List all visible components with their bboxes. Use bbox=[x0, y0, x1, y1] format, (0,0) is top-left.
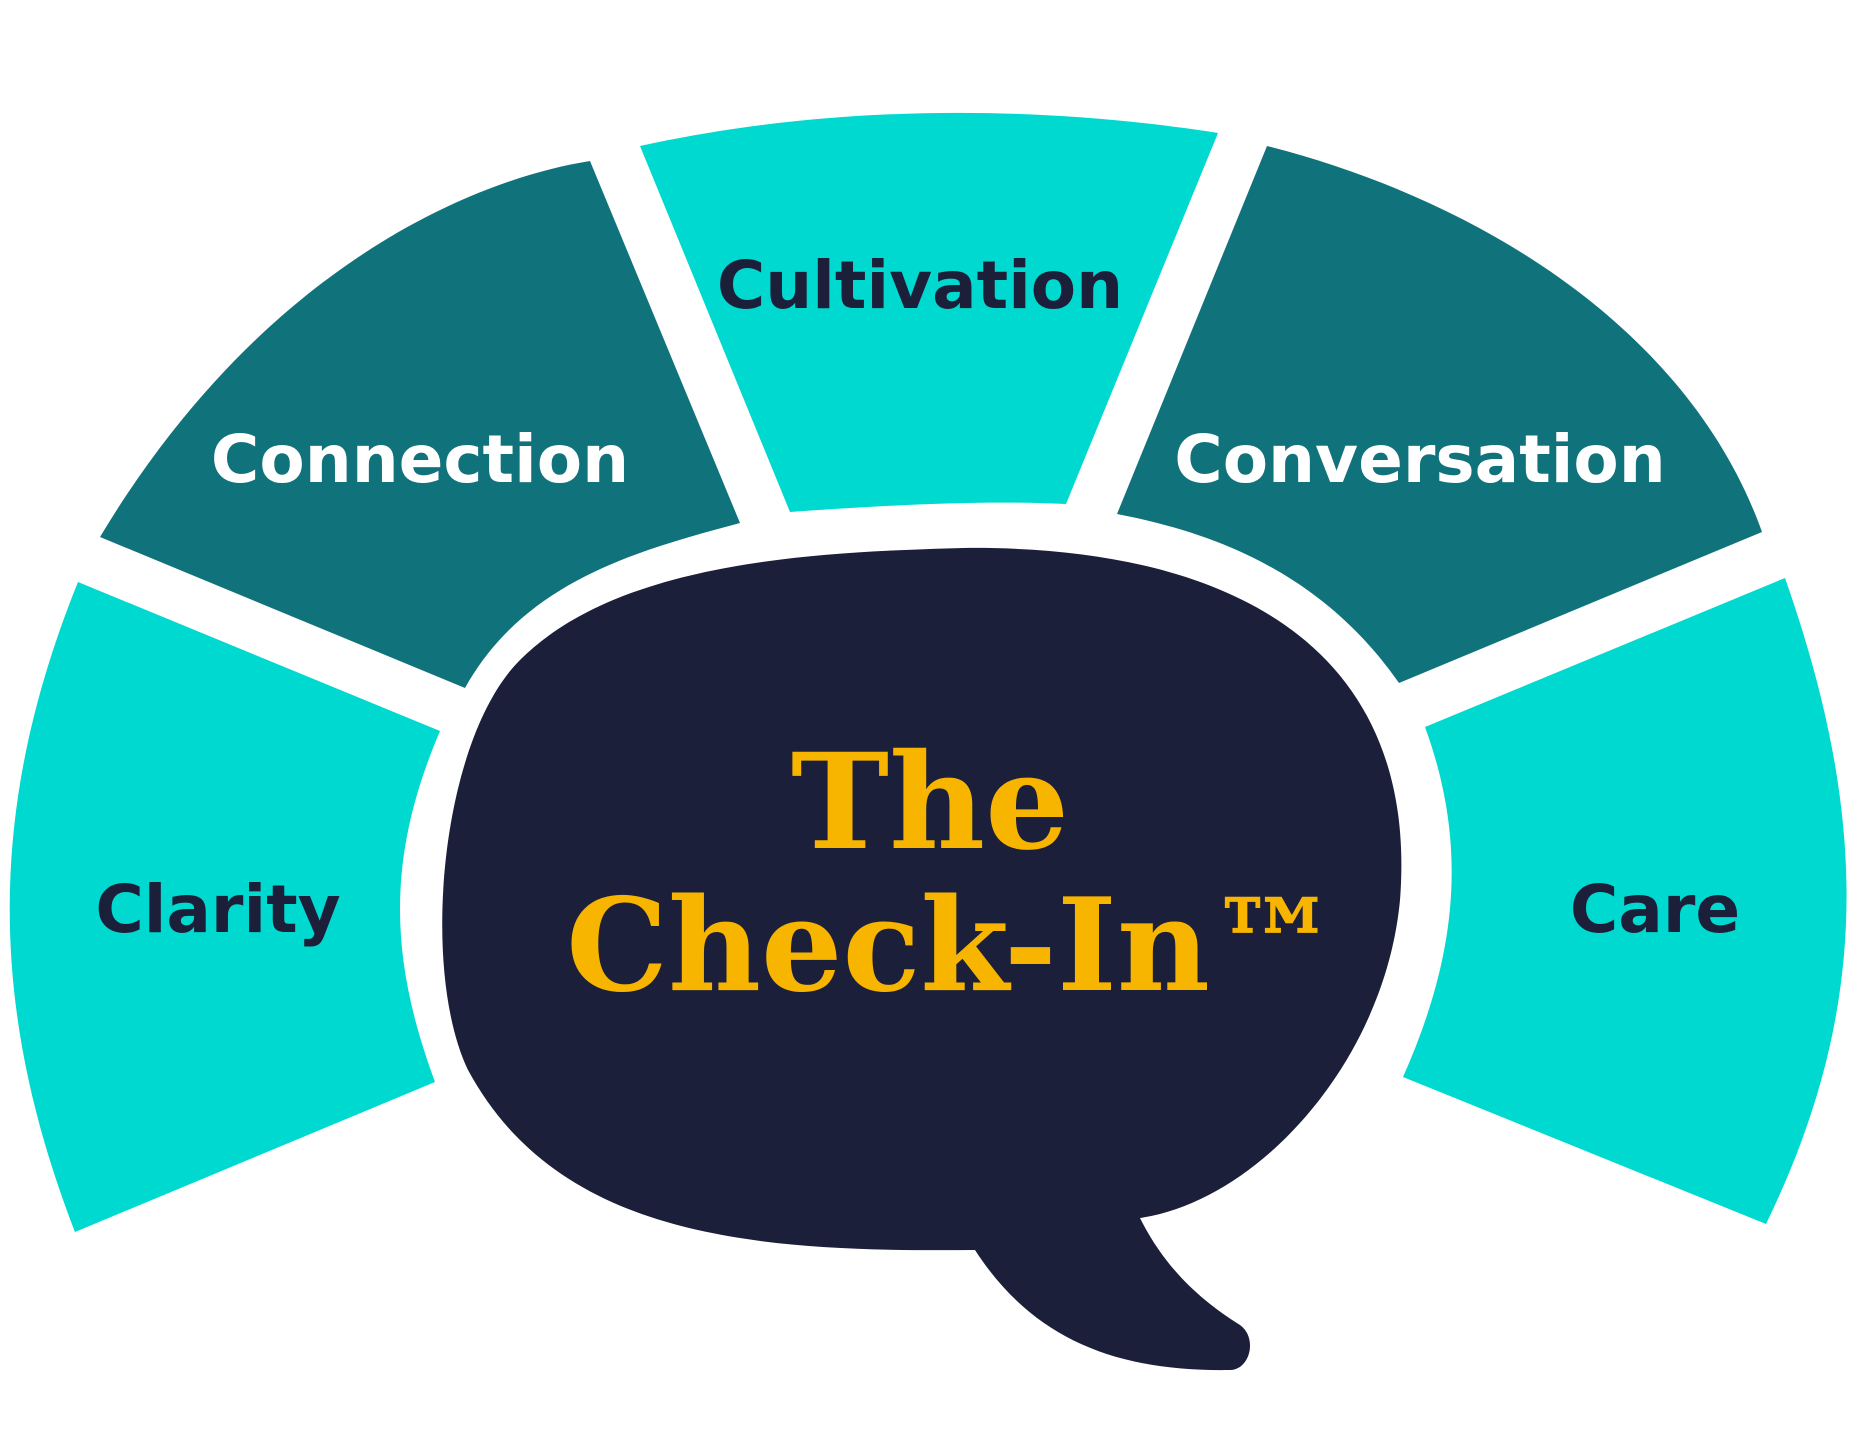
segment-connection bbox=[100, 161, 740, 688]
segment-care bbox=[1403, 578, 1847, 1224]
segment-clarity bbox=[9, 582, 440, 1232]
segment-conversation bbox=[1117, 146, 1762, 683]
segment-label-clarity: Clarity bbox=[95, 871, 340, 948]
center-title-line-1: The bbox=[791, 725, 1069, 880]
segment-label-conversation: Conversation bbox=[1174, 421, 1665, 498]
segment-cultivation bbox=[640, 112, 1218, 512]
center-title-line-2: Check-In™ bbox=[566, 871, 1338, 1021]
segment-label-cultivation: Cultivation bbox=[717, 247, 1123, 324]
speech-bubble bbox=[442, 547, 1402, 1371]
segment-label-connection: Connection bbox=[211, 421, 629, 498]
segment-label-care: Care bbox=[1570, 871, 1740, 948]
